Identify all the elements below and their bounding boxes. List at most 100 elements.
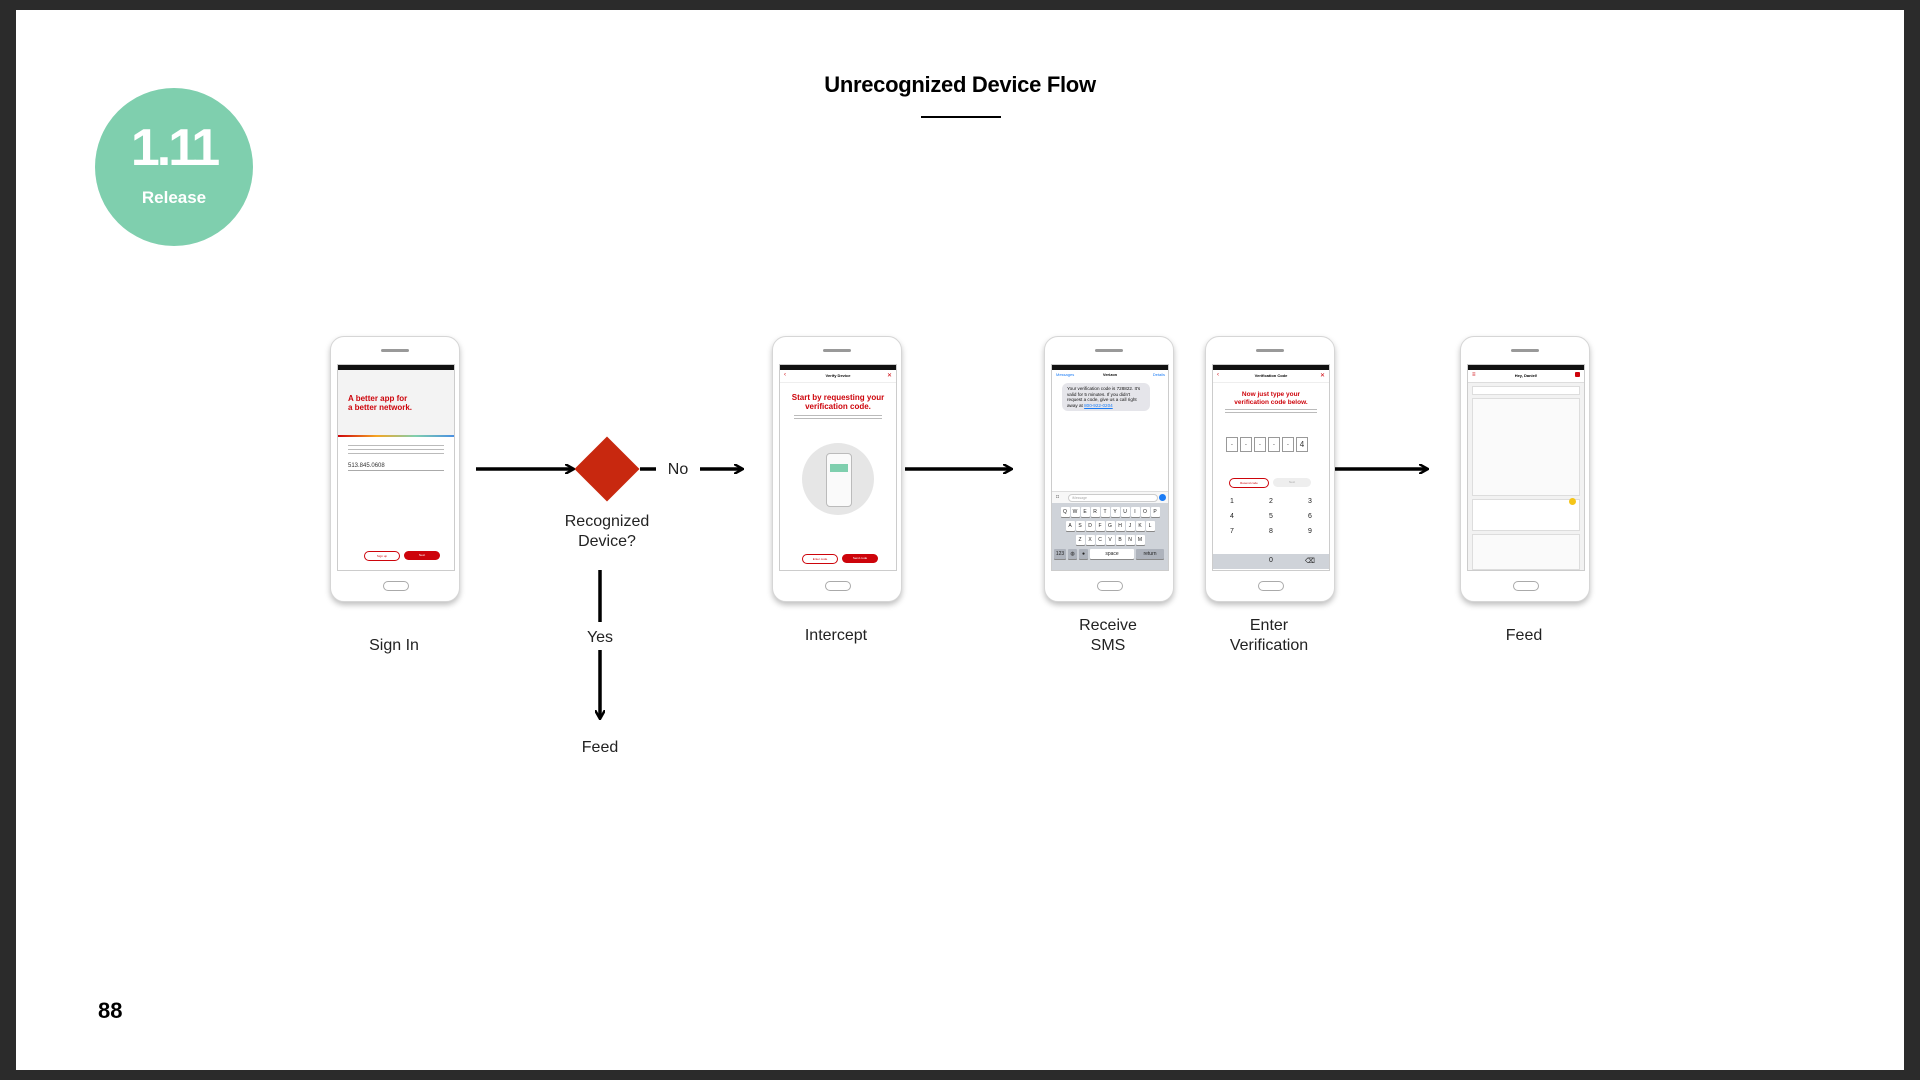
key-t[interactable]: T — [1100, 507, 1110, 517]
pad-key-2[interactable]: 2 — [1269, 498, 1273, 505]
key-c[interactable]: C — [1095, 535, 1105, 545]
key-e[interactable]: E — [1080, 507, 1090, 517]
code-digit-3[interactable]: · — [1254, 437, 1266, 452]
sms-phone-link[interactable]: 800-922-0204 — [1084, 402, 1113, 408]
feed-search[interactable] — [1472, 386, 1580, 395]
enter-headline: Now just type your verification code bel… — [1234, 391, 1308, 406]
send-icon[interactable] — [1159, 494, 1166, 501]
slide: Unrecognized Device Flow 1.11 Release 88… — [16, 10, 1904, 1070]
key-a[interactable]: A — [1065, 521, 1075, 531]
feed-card-1[interactable] — [1472, 398, 1580, 496]
intercept-navbar: ‹ Verify Device ✕ — [780, 370, 896, 383]
sms-input[interactable]: iMessage — [1068, 494, 1158, 502]
sms-details-link[interactable]: Details — [1152, 372, 1165, 377]
signin-headline: A better app for a better network. — [348, 394, 413, 412]
key-z[interactable]: Z — [1075, 535, 1085, 545]
feed-card-2[interactable] — [1472, 498, 1580, 531]
menu-icon[interactable]: ≡ — [1472, 372, 1476, 378]
decision-label: Recognized Device? — [564, 513, 650, 550]
camera-icon[interactable]: ◘ — [1056, 494, 1060, 500]
key-return[interactable]: return — [1136, 549, 1164, 559]
phone-home-button — [383, 581, 409, 591]
number-pad: 1 2 3 4 5 6 7 8 9 0 ⌫ — [1213, 496, 1329, 570]
close-icon[interactable]: ✕ — [886, 373, 892, 379]
code-digit-1[interactable]: · — [1226, 437, 1238, 452]
pad-key-9[interactable]: 9 — [1308, 528, 1312, 535]
phone-speaker — [1511, 349, 1539, 352]
phone-signin: A better app for a better network. 513.8… — [330, 336, 460, 602]
key-q[interactable]: Q — [1060, 507, 1070, 517]
code-digit-2[interactable]: · — [1240, 437, 1252, 452]
enter-next-button[interactable]: Next — [1273, 478, 1311, 487]
close-icon[interactable]: ✕ — [1319, 373, 1325, 379]
sms-back-link[interactable]: Messages — [1056, 372, 1075, 377]
code-digit-5[interactable]: · — [1282, 437, 1294, 452]
enter-code-button[interactable]: Enter code — [802, 554, 838, 564]
phone-home-button — [825, 581, 851, 591]
key-r[interactable]: R — [1090, 507, 1100, 517]
key-j[interactable]: J — [1125, 521, 1135, 531]
release-version: 1.11 — [130, 119, 220, 177]
resend-code-button[interactable]: Resend code — [1229, 478, 1269, 488]
key-w[interactable]: W — [1070, 507, 1080, 517]
key-mic-icon[interactable]: ● — [1079, 549, 1088, 559]
key-y[interactable]: Y — [1110, 507, 1120, 517]
signin-phone-underline — [348, 470, 444, 471]
key-i[interactable]: I — [1130, 507, 1140, 517]
send-code-button[interactable]: Send code — [842, 554, 878, 563]
pad-key-6[interactable]: 6 — [1308, 513, 1312, 520]
page-number: 88 — [98, 998, 123, 1023]
notification-icon[interactable] — [1575, 372, 1580, 377]
key-u[interactable]: U — [1120, 507, 1130, 517]
code-digit-6[interactable]: 4 — [1296, 437, 1308, 452]
key-p[interactable]: P — [1150, 507, 1160, 517]
decision-no-label: No — [667, 461, 689, 478]
feed-card-3[interactable] — [1472, 534, 1580, 570]
key-v[interactable]: V — [1105, 535, 1115, 545]
keyboard-row-4: 123 ◍ ● space return — [1054, 549, 1166, 560]
back-icon[interactable]: ‹ — [1217, 372, 1219, 378]
pad-key-3[interactable]: 3 — [1308, 498, 1312, 505]
key-k[interactable]: K — [1135, 521, 1145, 531]
delete-icon[interactable]: ⌫ — [1305, 558, 1315, 565]
release-label: Release — [141, 188, 207, 207]
back-icon[interactable]: ‹ — [784, 372, 786, 378]
key-s[interactable]: S — [1075, 521, 1085, 531]
key-o[interactable]: O — [1140, 507, 1150, 517]
next-button[interactable]: Next — [404, 551, 440, 560]
key-x[interactable]: X — [1085, 535, 1095, 545]
phone-home-button — [1097, 581, 1123, 591]
signin-phone-value: 513.845.0608 — [348, 463, 385, 469]
phone-sms: Messages Verizon Details Your verificati… — [1044, 336, 1174, 602]
status-bar — [1213, 365, 1329, 370]
title-underline — [921, 116, 1001, 118]
phone-enter-verification: ‹ Verification Code ✕ Now just type your… — [1205, 336, 1335, 602]
pad-key-4[interactable]: 4 — [1230, 513, 1234, 520]
key-d[interactable]: D — [1085, 521, 1095, 531]
pad-key-0[interactable]: 0 — [1269, 557, 1273, 564]
key-g[interactable]: G — [1105, 521, 1115, 531]
pad-key-7[interactable]: 7 — [1230, 528, 1234, 535]
decision-diamond — [574, 436, 640, 502]
pad-key-8[interactable]: 8 — [1269, 528, 1273, 535]
key-b[interactable]: B — [1115, 535, 1125, 545]
pad-key-1[interactable]: 1 — [1230, 498, 1234, 505]
key-globe-icon[interactable]: ◍ — [1068, 549, 1077, 559]
key-m[interactable]: M — [1135, 535, 1145, 545]
key-number[interactable]: 123 — [1054, 549, 1066, 559]
code-digit-4[interactable]: · — [1268, 437, 1280, 452]
key-h[interactable]: H — [1115, 521, 1125, 531]
phone-speaker — [823, 349, 851, 352]
signup-button[interactable]: Sign up — [364, 551, 400, 561]
pad-bottom-row — [1213, 554, 1329, 569]
phone-feed: ≡ Hey, Daniel! — [1460, 336, 1590, 602]
feed-screen: ≡ Hey, Daniel! — [1467, 364, 1585, 571]
key-n[interactable]: N — [1125, 535, 1135, 545]
key-f[interactable]: F — [1095, 521, 1105, 531]
phone-intercept: ‹ Verify Device ✕ Start by requesting yo… — [772, 336, 902, 602]
key-l[interactable]: L — [1145, 521, 1155, 531]
key-space[interactable]: space — [1090, 549, 1134, 559]
pad-key-5[interactable]: 5 — [1269, 513, 1273, 520]
